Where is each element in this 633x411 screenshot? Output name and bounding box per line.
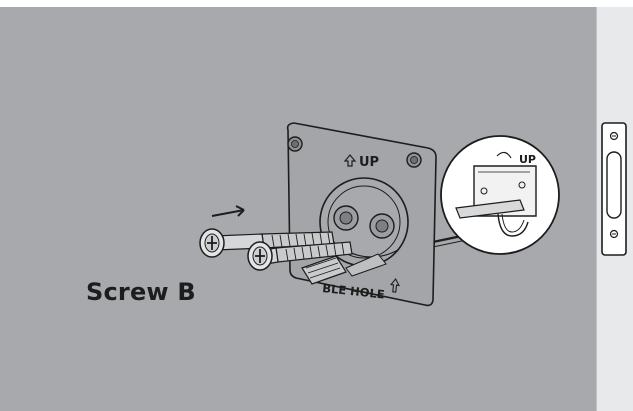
plate-cable-hole-text: BLE HOLE [322,281,386,301]
mounting-plate: UP BLE HOLE [286,122,437,307]
inset-up-text: UP [519,153,536,166]
connector-block [301,253,387,285]
up-arrow-icon-small [389,278,400,293]
screw-label: Screw B [86,278,196,306]
up-arrow-icon [343,154,357,167]
screw-head-front [247,241,273,271]
arrow-right-icon [211,205,245,217]
magnified-inset: UP [440,135,560,255]
screw-head-rear [199,228,225,258]
strike-plate [601,122,627,256]
plate-up-text: UP [359,155,379,170]
